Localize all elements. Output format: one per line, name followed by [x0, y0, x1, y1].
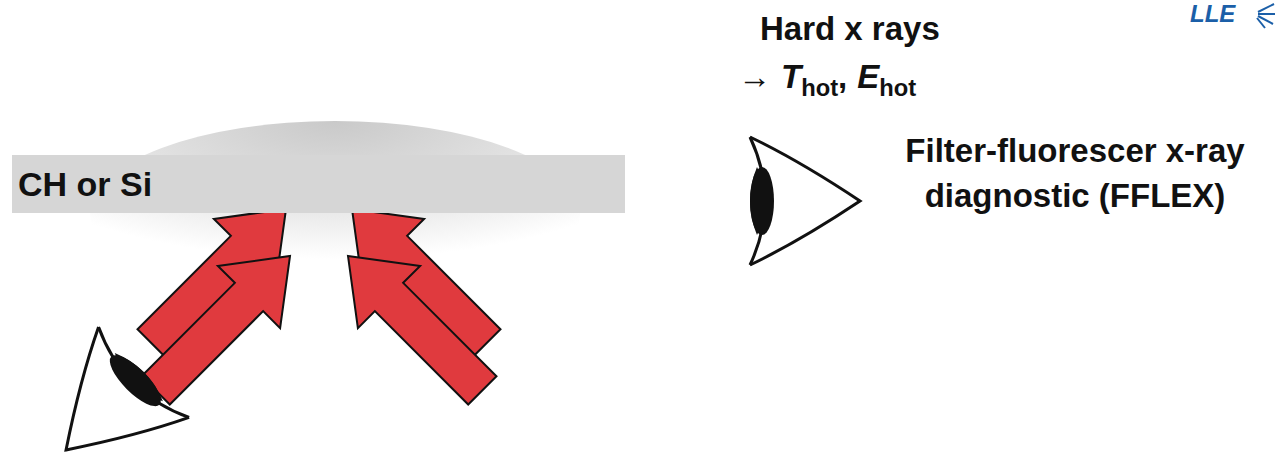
slab-label: CH or Si [18, 165, 152, 204]
diagnostic-name: Filter-fluorescer x-ray diagnostic (FFLE… [880, 128, 1270, 218]
observer-eye [750, 137, 860, 265]
subscript-wrap: hot [801, 74, 838, 101]
separator: , [838, 58, 847, 95]
result-line: → Thot, Ehot [738, 58, 916, 102]
signal-label: Hard x rays [760, 10, 940, 48]
subscript: hot [879, 74, 916, 101]
plasma-plume [90, 121, 580, 305]
logo-burst [1257, 4, 1275, 28]
observer-eye [21, 327, 189, 471]
logo-text: LLE [1190, 1, 1235, 27]
target-slab: CH or Si [12, 155, 625, 213]
arrow-symbol: → [738, 58, 771, 95]
subscript-wrap: hot [879, 74, 916, 101]
variable-name: E [857, 58, 879, 95]
subscript: hot [801, 74, 838, 101]
laser-beam [317, 225, 514, 422]
variable-name: T [781, 58, 801, 95]
